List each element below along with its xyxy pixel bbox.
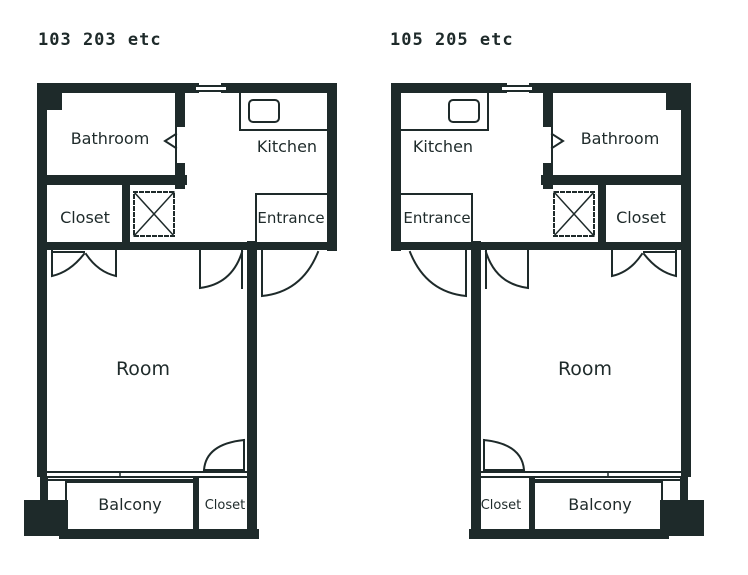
unit-title-105: 105 205 etc [390, 30, 514, 50]
floor-plan-105 [391, 83, 704, 539]
bathroom-label: Bathroom [71, 129, 150, 148]
unit-title-103: 103 203 etc [38, 30, 162, 50]
floor-plan-103 [24, 83, 337, 539]
balcony-label: Balcony [568, 495, 631, 514]
kitchen-label: Kitchen [413, 137, 473, 156]
closet-small-label: Closet [481, 498, 522, 513]
entrance-label: Entrance [257, 209, 324, 227]
closet-small-label: Closet [205, 498, 246, 513]
entrance-label: Entrance [403, 209, 470, 227]
balcony-label: Balcony [98, 495, 161, 514]
kitchen-label: Kitchen [257, 137, 317, 156]
room-label: Room [116, 358, 170, 380]
room-label: Room [558, 358, 612, 380]
bathroom-label: Bathroom [581, 129, 660, 148]
closet-label: Closet [616, 208, 666, 227]
closet-label: Closet [60, 208, 110, 227]
